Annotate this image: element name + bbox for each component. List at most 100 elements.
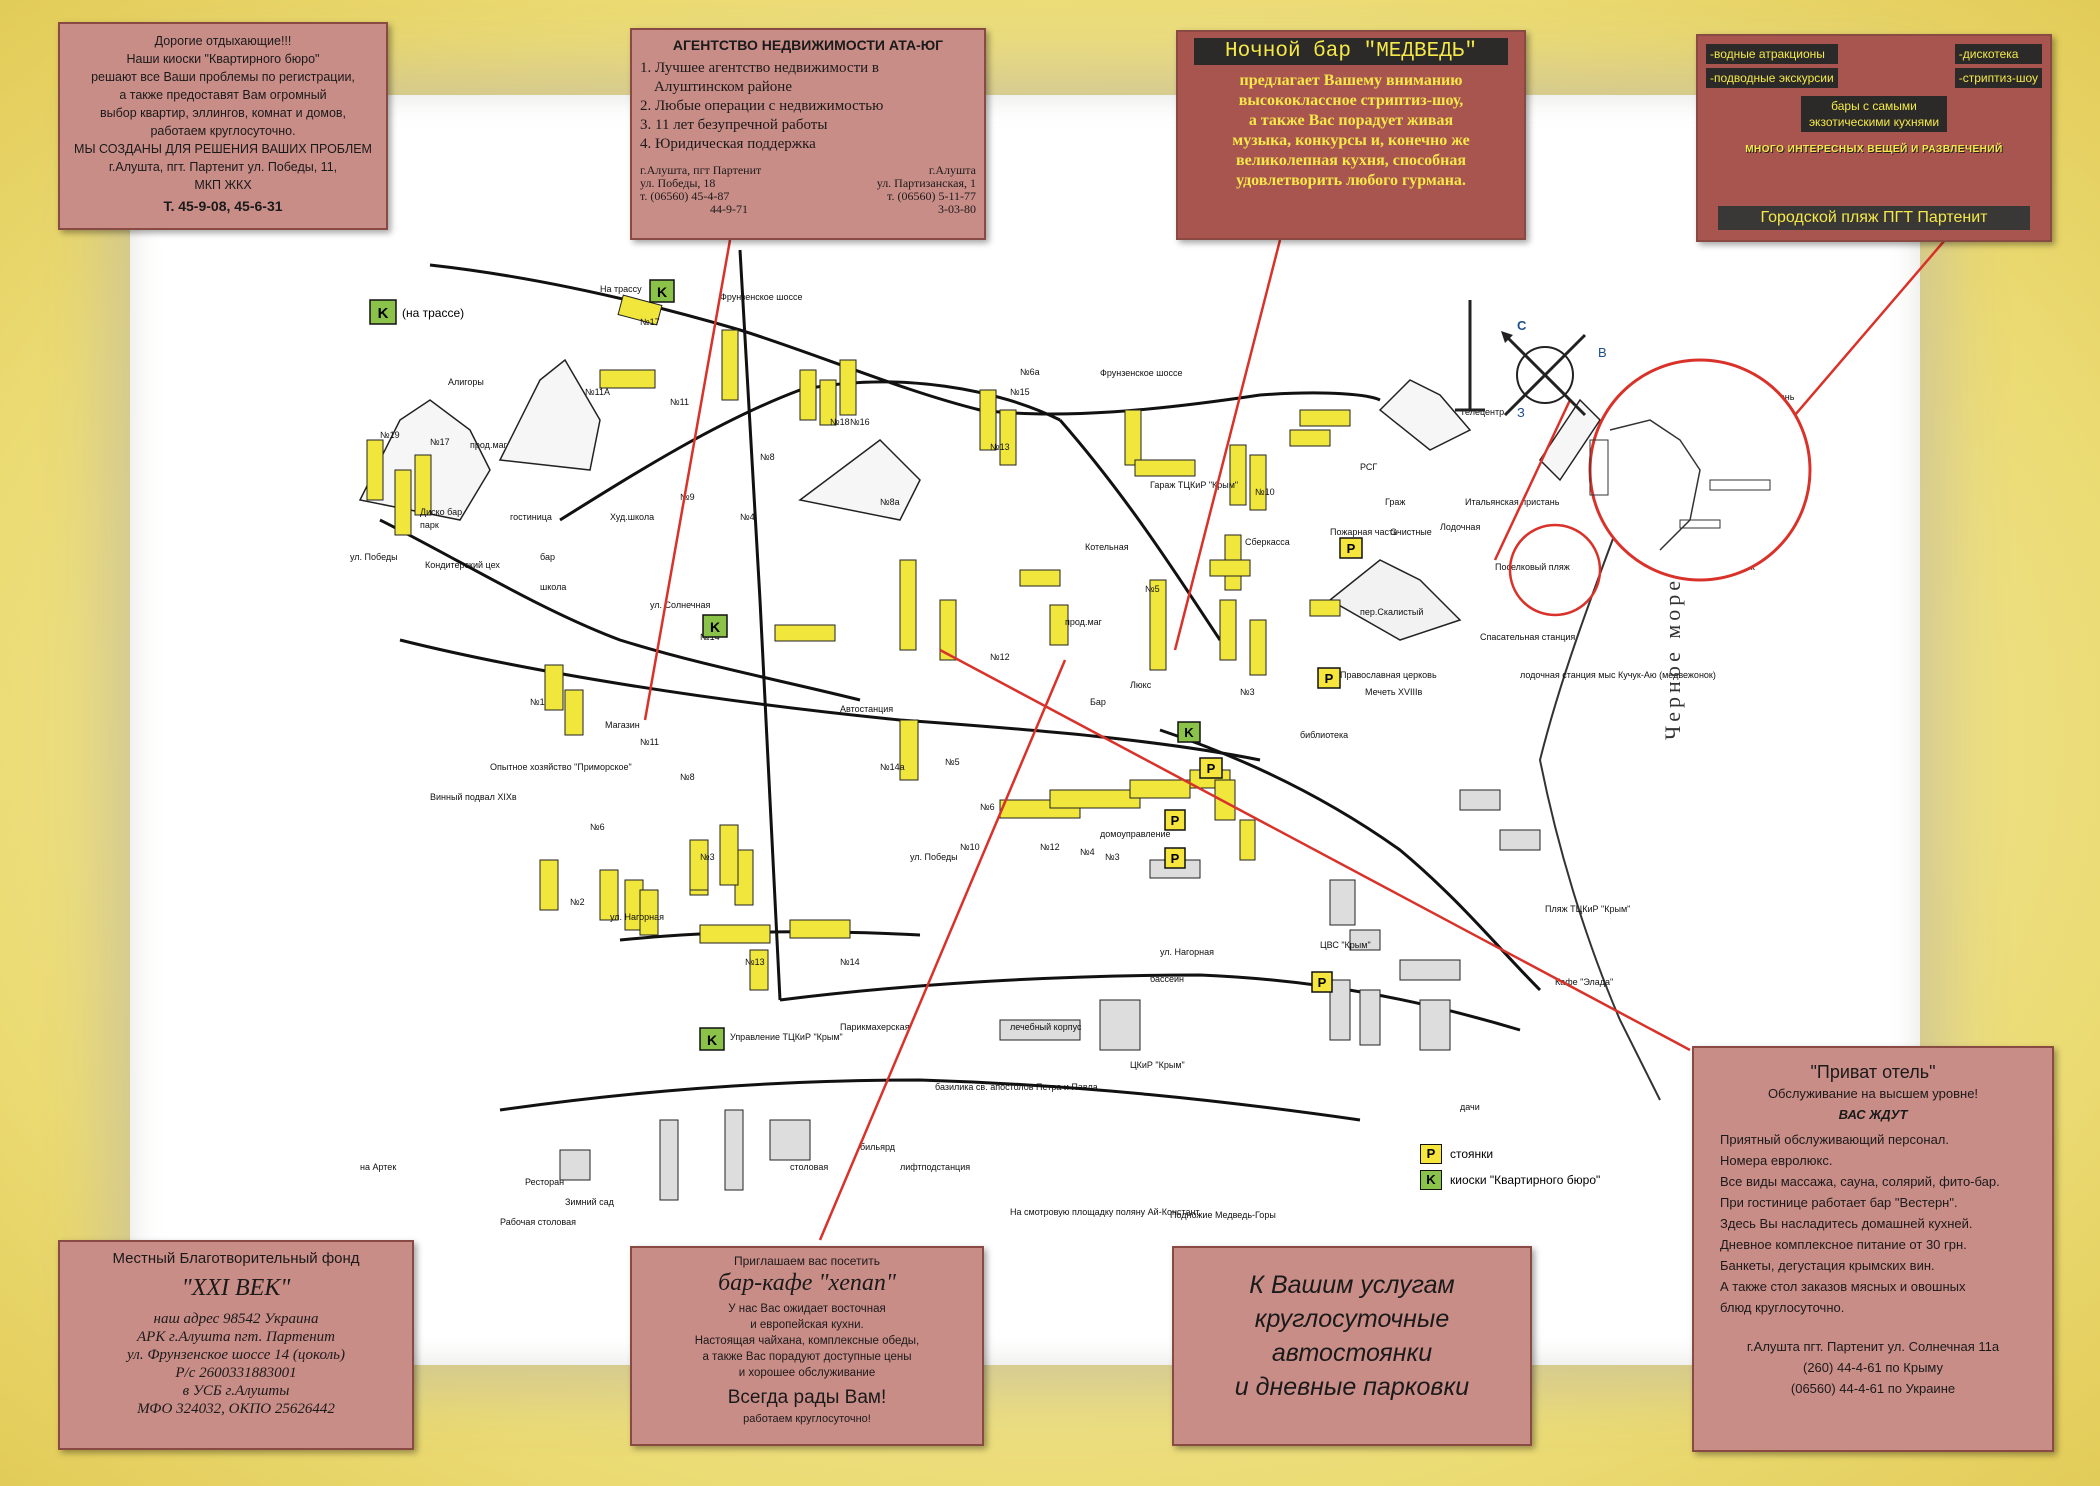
kiosk-k-icon: K [369,299,397,325]
ad-privat-line: Номера евролюкс. [1720,1153,1833,1168]
ad-hepap-invite: Приглашаем вас посетить [734,1254,880,1268]
ad-medved-line: а также Вас порадует живая [1248,112,1454,129]
ad-ata-item: 1. Лучшее агентство недвижимости в [640,60,879,76]
map-label-dachi: дачи [1460,1102,1480,1112]
building-number-label: №10 [1255,487,1275,497]
italian-pier-zoom[interactable] [1588,358,1812,582]
roads [379,249,1542,1122]
map-label-opyt: Опытное хозяйство "Приморское" [490,762,632,772]
ad-beach-item: -стриптиз-шоу [1954,68,2042,88]
parking-markers[interactable]: P P P P P P [1164,537,1363,993]
map-label-tsvs: ЦВС "Крым" [1320,940,1371,950]
map-label-prod-mag2: прод.маг [1065,617,1103,627]
parking-p-icon: P [1199,757,1223,779]
legend-parking-icon: P [1420,1144,1442,1164]
map-label-rabochaya: Рабочая столовая [500,1217,576,1227]
map-label-restoran: Ресторан [525,1177,564,1187]
map-label-disko: Диско бар [420,507,462,517]
ad-parking[interactable]: К Вашим услугам круглосуточные автостоян… [1172,1246,1532,1446]
ad-fond-xxi-vek[interactable]: Местный Благотворительный фонд "XXI ВЕК"… [58,1240,414,1450]
ad-city-beach[interactable]: -водные атракционы -подводные экскурсии … [1696,34,2052,242]
map-label-lodochnaya-st: лодочная станция мыс Кучук-Аю (медвежоно… [1520,670,1716,680]
map-label-bar1: бар [540,552,555,562]
map-label-aligory: Алигоры [448,377,484,387]
ad-privat-await: ВАС ЖДУТ [1838,1107,1908,1122]
kiosk-k-icon: K [702,614,728,638]
ad-privat-title: "Приват отель" [1810,1062,1936,1082]
ad-privat-phone: (06560) 44-4-61 по Украине [1790,1381,1956,1396]
ad-ata-yug[interactable]: АГЕНТСТВО НЕДВИЖИМОСТИ АТА-ЮГ 1. Лучшее … [630,28,986,240]
ad-privat-line: Банкеты, дегустация крымских вин. [1720,1258,1935,1273]
building-number-label: №10 [960,842,980,852]
ad-line: а также предоставят Вам огромный [119,88,327,102]
ad-privat-phone: (260) 44-4-61 по Крыму [1803,1360,1943,1375]
map-label-ul-solnechnaya: ул. Солнечная [650,600,710,610]
building-number-label: №3 [1240,687,1255,697]
building-number-label: №8 [680,772,695,782]
map-label-bar2: Бар [1090,697,1106,707]
building-number-label: №3 [1105,852,1120,862]
map-label-smotr: На смотровую площадку поляну Ай-Констант [1010,1207,1200,1217]
svg-text:K: K [710,619,720,635]
map-label-sberkassa: Сберкасса [1245,537,1290,547]
building-number-label: №14а [880,762,905,772]
map-label-kotelnaya: Котельная [1085,542,1129,552]
ad-medved-line: высококлассное стриптиз-шоу, [1238,92,1464,109]
parking-p-icon: P [1164,847,1186,869]
map-label-na-artek: на Артек [360,1162,396,1172]
svg-text:P: P [1347,541,1356,556]
ad-line: Наши киоски "Квартирного бюро" [126,52,320,66]
ad-line: МКП ЖКХ [194,178,252,192]
map-label-frunze1: Фрунзенское шоссе [720,292,803,302]
svg-text:P: P [1171,851,1180,866]
map-label-ul-pobedy: ул. Победы [350,552,398,562]
building-number-label: №11 [640,737,659,747]
building-number-label: №8а [880,497,900,507]
ad-beach-item: -дискотека [1954,44,2042,64]
ad-privat-otel[interactable]: "Приват отель" Обслуживание на высшем ур… [1692,1046,2054,1452]
map-label-plyazh: Пляж ТЦКиР "Крым" [1545,904,1630,914]
map-label-podnozhie: Подножие Медведь-Горы [1170,1210,1276,1220]
ad-ata-item: 4. Юридическая поддержка [640,136,816,152]
compass-rose [1501,331,1587,417]
ad-privat-line: блюд круглосуточно. [1720,1300,1845,1315]
legend: P стоянки K киоски "Квартирного бюро" [1420,1142,1700,1192]
map-label-poselk-plyazh: Поселковый пляж [1495,562,1570,572]
building-number-label: №6 [980,802,995,812]
kiosk-markers[interactable]: K K K K K [369,279,1201,1051]
map-label-ul-nagornaya2: ул. Нагорная [1160,947,1214,957]
map-label-per-skal: пер.Скалистый [1360,607,1423,617]
ad-bar-kafe-hepap[interactable]: Приглашаем вас посетить бар-кафе "хепап"… [630,1246,984,1446]
map-label-upravlenie: Управление ТЦКиР "Крым" [730,1032,843,1042]
parking-p-icon: P [1311,971,1333,993]
shoreline [1538,519,1661,1101]
legend-kiosk-icon: K [1420,1170,1442,1190]
building-number-label: №6а [1020,367,1040,377]
ad-privat-subtitle: Обслуживание на высшем уровне! [1767,1086,1979,1101]
map-label-kafe-elada: Кафе "Элада" [1555,977,1613,987]
ad-ata-item: 3. 11 лет безупречной работы [640,117,828,133]
ad-fond-line: Р/с 2600331883001 [175,1365,297,1381]
map-label-biljard: бильярд [860,1142,896,1152]
parking-p-icon: P [1339,537,1363,559]
map-label-hud-shkola: Худ.школа [610,512,654,522]
map-label-ul-nagornaya: ул. Нагорная [610,912,664,922]
legend-parking-label: стоянки [1450,1147,1494,1161]
map-label-rsg: РСГ [1360,462,1377,472]
map-label-domoupr: домоуправление [1100,829,1171,839]
ad-bar-medved[interactable]: Ночной бар "МЕДВЕДЬ" предлагает Вашему в… [1176,30,1526,240]
map-label-bassein: бассейн [1150,974,1184,984]
compass-south: З [1517,405,1525,420]
ad-privat-address: г.Алушта пгт. Партенит ул. Солнечная 11а [1746,1339,2000,1354]
map-label-ul-pobedy2: ул. Победы [910,852,958,862]
ad-kvartirnoe-buro[interactable]: Дорогие отдыхающие!!! Наши киоски "Кварт… [58,22,388,230]
map-label-stolovaya: столовая [790,1162,828,1172]
kiosk-k-icon: K [649,279,675,303]
map-label-italyanskaya: Итальянская пристань [1465,497,1560,507]
parking-p-icon: P [1164,809,1186,831]
ad-parking-line: К Вашим услугам [1249,1271,1455,1299]
map-label-zimniy: Зимний сад [565,1197,615,1207]
